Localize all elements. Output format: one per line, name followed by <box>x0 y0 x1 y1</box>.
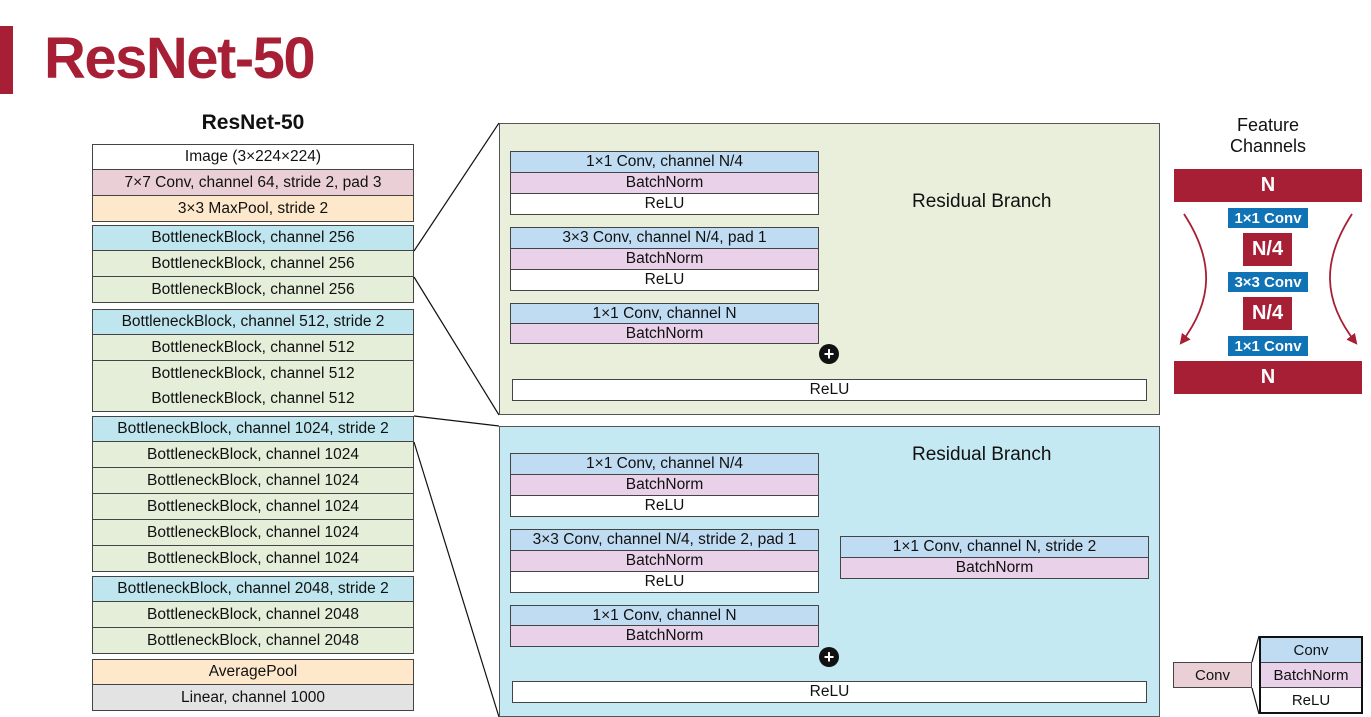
layer-5: BottleneckBlock, channel 256 <box>92 277 414 303</box>
ds-shortcut-conv-layer: 1×1 Conv, channel N, stride 2 <box>840 536 1149 558</box>
ds-conv3-layer: 1×1 Conv, channel N <box>510 605 819 626</box>
residual-add-icon-downsample: + <box>819 647 839 667</box>
page-title: ResNet-50 <box>44 26 316 91</box>
zoom-line-bottom-2 <box>413 441 500 717</box>
ds-bn2-layer: BatchNorm <box>510 551 819 572</box>
channel-n-bottom: N <box>1174 361 1362 394</box>
ds-shortcut-bn-layer: BatchNorm <box>840 558 1149 579</box>
block-bn1-layer: BatchNorm <box>510 173 819 194</box>
ds-relu-out-layer: ReLU <box>512 681 1147 703</box>
ds-conv2-layer: 3×3 Conv, channel N/4, stride 2, pad 1 <box>510 529 819 551</box>
residual-branch-label-downsample: Residual Branch <box>912 444 1052 465</box>
layer-10: BottleneckBlock, channel 1024, stride 2 <box>92 416 414 442</box>
channel-n-top: N <box>1174 169 1362 202</box>
layer-19: AveragePool <box>92 659 414 685</box>
zoom-line-bottom-1 <box>413 415 500 427</box>
zoom-line-top-1 <box>413 122 500 252</box>
legend-conv-layer: Conv <box>1261 638 1361 663</box>
ds-relu1-layer: ReLU <box>510 496 819 517</box>
layer-3: BottleneckBlock, channel 256 <box>92 225 414 251</box>
fc-curve-left <box>1179 213 1207 345</box>
channel-conv-1x1-a: 1×1 Conv <box>1228 208 1308 228</box>
layer-12: BottleneckBlock, channel 1024 <box>92 468 414 494</box>
layer-6: BottleneckBlock, channel 512, stride 2 <box>92 309 414 335</box>
legend-relu-layer: ReLU <box>1261 688 1361 712</box>
residual-add-icon: + <box>819 344 839 364</box>
block-relu1-layer: ReLU <box>510 194 819 215</box>
fc-curve-right <box>1329 213 1358 345</box>
legend-conv-short: Conv <box>1173 662 1252 688</box>
channel-n4-a: N/4 <box>1243 233 1292 266</box>
ds-bn1-layer: BatchNorm <box>510 475 819 496</box>
block-bn2-layer: BatchNorm <box>510 249 819 270</box>
layer-20: Linear, channel 1000 <box>92 685 414 711</box>
block-relu-out-layer: ReLU <box>512 379 1147 401</box>
legend-conv-expanded: Conv BatchNorm ReLU <box>1259 636 1363 714</box>
legend-line-top <box>1251 635 1260 663</box>
layer-18: BottleneckBlock, channel 2048 <box>92 628 414 654</box>
ds-conv1-layer: 1×1 Conv, channel N/4 <box>510 453 819 475</box>
layer-0: Image (3×224×224) <box>92 144 414 170</box>
feature-channels-title: Feature Channels <box>1208 115 1328 157</box>
layer-17: BottleneckBlock, channel 2048 <box>92 602 414 628</box>
ds-bn3-layer: BatchNorm <box>510 626 819 647</box>
layer-4: BottleneckBlock, channel 256 <box>92 251 414 277</box>
feature-channels-title-line2: Channels <box>1229 136 1307 156</box>
legend-line-bottom <box>1251 687 1260 715</box>
layer-8: BottleneckBlock, channel 512 <box>92 361 414 387</box>
block-bn3-layer: BatchNorm <box>510 324 819 344</box>
layer-14: BottleneckBlock, channel 1024 <box>92 520 414 546</box>
block-conv2-layer: 3×3 Conv, channel N/4, pad 1 <box>510 227 819 249</box>
residual-branch-label: Residual Branch <box>912 191 1052 212</box>
layer-15: BottleneckBlock, channel 1024 <box>92 546 414 572</box>
layer-9: BottleneckBlock, channel 512 <box>92 386 414 412</box>
architecture-column-title: ResNet-50 <box>201 111 305 134</box>
layer-1: 7×7 Conv, channel 64, stride 2, pad 3 <box>92 170 414 196</box>
channel-conv-1x1-c: 1×1 Conv <box>1228 336 1308 356</box>
block-conv1-layer: 1×1 Conv, channel N/4 <box>510 151 819 173</box>
ds-relu2-layer: ReLU <box>510 572 819 593</box>
title-accent-bar <box>0 26 13 94</box>
channel-n4-b: N/4 <box>1243 297 1292 330</box>
layer-2: 3×3 MaxPool, stride 2 <box>92 196 414 222</box>
legend-batchnorm-layer: BatchNorm <box>1261 663 1361 688</box>
layer-7: BottleneckBlock, channel 512 <box>92 335 414 361</box>
channel-conv-3x3: 3×3 Conv <box>1228 272 1308 292</box>
block-relu2-layer: ReLU <box>510 270 819 291</box>
zoom-line-top-2 <box>413 276 500 416</box>
feature-channels-title-line1: Feature <box>1236 115 1300 135</box>
block-conv3-layer: 1×1 Conv, channel N <box>510 303 819 324</box>
layer-16: BottleneckBlock, channel 2048, stride 2 <box>92 576 414 602</box>
layer-13: BottleneckBlock, channel 1024 <box>92 494 414 520</box>
layer-11: BottleneckBlock, channel 1024 <box>92 442 414 468</box>
